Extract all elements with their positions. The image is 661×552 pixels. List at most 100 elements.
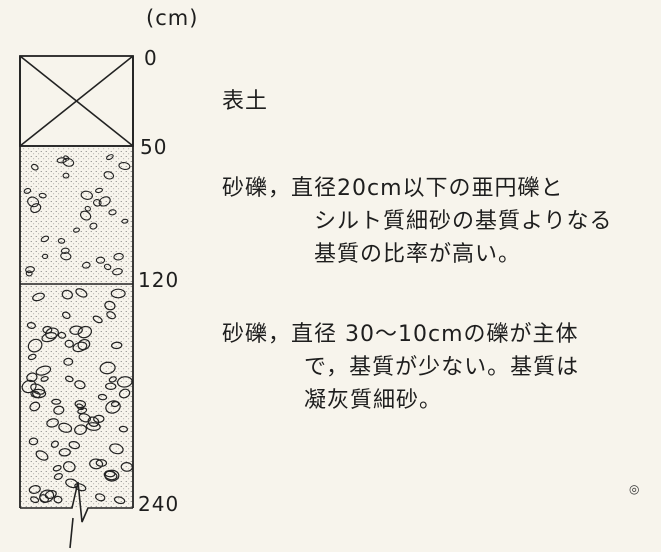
- pebble-icon: [30, 203, 42, 214]
- pebble-icon: [113, 496, 126, 505]
- pebble-icon: [108, 209, 117, 216]
- pebble-icon: [95, 187, 103, 194]
- pebble-icon: [98, 196, 111, 207]
- pebble-icon: [62, 172, 70, 179]
- pebble-icon: [30, 496, 40, 504]
- layer-2-line-1: 砂礫，直径20cm以下の亜円礫と: [222, 176, 564, 201]
- pebble-icon: [106, 311, 117, 320]
- pebble-icon: [30, 163, 39, 171]
- depth-unit-label: (cm): [146, 6, 199, 30]
- pebble-icon: [60, 247, 70, 254]
- pebble-icon: [26, 322, 36, 329]
- pebble-icon: [118, 425, 128, 433]
- pebble-icon: [50, 440, 59, 448]
- pebble-icon: [68, 441, 81, 450]
- pebble-icon: [28, 437, 39, 446]
- pebble-icon: [79, 210, 92, 221]
- pebble-icon: [56, 157, 67, 164]
- gravel-layer-lower: [20, 283, 133, 508]
- pebble-icon: [105, 382, 117, 391]
- pebble-icon: [89, 458, 104, 470]
- pebble-icon: [41, 253, 49, 260]
- gravel-layer-upper: [20, 145, 133, 283]
- pebble-icon: [65, 375, 74, 383]
- pebble-icon: [92, 315, 103, 324]
- pebble-icon: [32, 292, 45, 302]
- pebble-icon: [77, 338, 91, 351]
- pebble-icon: [63, 357, 74, 366]
- pebble-icon: [45, 327, 59, 340]
- pebble-icon: [58, 448, 71, 457]
- pebble-icon: [112, 268, 123, 276]
- pebble-icon: [82, 261, 91, 269]
- column-outline: [19, 56, 134, 549]
- pebble-icon: [95, 256, 106, 264]
- pebble-icon: [25, 270, 33, 277]
- pebble-icon: [30, 383, 46, 395]
- pebble-icon: [99, 361, 116, 375]
- pebble-icon: [97, 393, 108, 401]
- pebble-icon: [53, 405, 65, 415]
- pebble-icon: [109, 443, 124, 455]
- layer-1-description: 表土: [222, 89, 269, 114]
- pebble-icon: [40, 235, 50, 243]
- pebble-icon: [84, 205, 91, 212]
- pebble-icon: [75, 288, 88, 298]
- pebble-icon: [61, 311, 71, 320]
- pebble-icon: [53, 495, 63, 504]
- pebble-icon: [27, 353, 37, 361]
- pebble-icon: [25, 266, 35, 274]
- pebble-icon: [116, 376, 133, 388]
- pebble-icon: [51, 398, 62, 405]
- pebble-icon: [80, 190, 93, 200]
- pebble-icon: [74, 399, 87, 409]
- pebble-icon: [89, 222, 98, 230]
- pebble-icon: [121, 218, 129, 224]
- pebble-icon: [69, 325, 83, 335]
- pebble-icon: [78, 413, 92, 423]
- pebble-icon: [26, 372, 38, 383]
- pebble-icon: [93, 414, 105, 424]
- pebble-icon: [76, 403, 85, 411]
- layer-2-line-2: シルト質細砂の基質よりなる: [314, 209, 613, 234]
- pebble-icon: [92, 199, 102, 207]
- pebble-icon: [106, 154, 114, 161]
- layer-3-line-1: 砂礫，直径 30～10cmの礫が主体: [222, 322, 579, 347]
- pebble-icon: [28, 485, 41, 494]
- pebble-icon: [118, 388, 131, 399]
- pebble-icon: [38, 192, 47, 199]
- layer-2-description: 砂礫，直径20cm以下の亜円礫と シルト質細砂の基質よりなる 基質の比率が高い。: [222, 172, 613, 271]
- pebble-icon: [87, 416, 100, 427]
- pebble-icon: [74, 380, 86, 390]
- pebble-icon: [44, 490, 57, 499]
- pebble-icon: [62, 461, 76, 473]
- pebble-icon: [104, 469, 120, 482]
- pebble-icon: [30, 388, 47, 399]
- pebble-icon: [103, 263, 112, 271]
- pebble-icon: [57, 331, 67, 339]
- pebble-icon: [57, 238, 66, 244]
- pebble-icon: [105, 400, 121, 414]
- pebble-icon: [104, 300, 116, 311]
- layer-2-line-3: 基質の比率が高い。: [314, 242, 522, 267]
- depth-label-0: 0: [144, 46, 158, 70]
- pebble-icon: [39, 494, 49, 504]
- pebble-icon: [111, 341, 123, 350]
- pebble-icon: [53, 473, 63, 480]
- depth-label-240: 240: [138, 492, 180, 516]
- pebble-icon: [27, 338, 43, 353]
- pebble-icon: [62, 157, 75, 167]
- pebble-icon: [77, 325, 93, 339]
- pebble-icon: [118, 161, 131, 171]
- pebble-icon: [103, 470, 118, 481]
- pebble-icon: [40, 375, 49, 382]
- pebble-icon: [29, 401, 41, 412]
- layer-3-line-2: で，基質が少ない。基質は: [304, 355, 580, 380]
- depth-label-120: 120: [138, 268, 180, 292]
- pebble-icon: [64, 339, 74, 348]
- pebble-icon: [35, 450, 49, 461]
- pebble-icon: [85, 422, 101, 431]
- depth-label-50: 50: [140, 135, 168, 159]
